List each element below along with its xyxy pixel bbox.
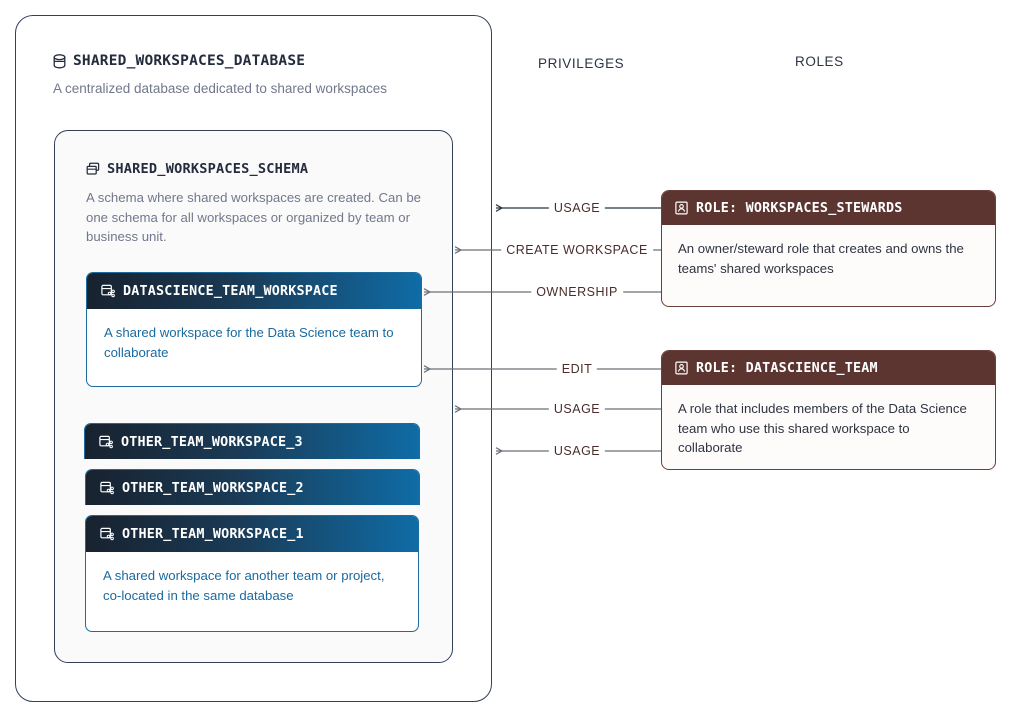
workspace-card-other-1[interactable]: OTHER_TEAM_WORKSPACE_1 A shared workspac… (85, 515, 419, 632)
role-person-icon (675, 201, 688, 215)
edge-label-usage-schema-stewards: USAGE (548, 201, 606, 215)
role-header: ROLE: WORKSPACES_STEWARDS (662, 191, 995, 225)
database-cylinder-icon (53, 53, 66, 69)
workspace-header: OTHER_TEAM_WORKSPACE_2 (86, 470, 419, 505)
database-description: A centralized database dedicated to shar… (53, 81, 387, 96)
schema-description: A schema where shared workspaces are cre… (86, 190, 421, 244)
role-name: ROLE: DATASCIENCE_TEAM (696, 360, 878, 376)
workspace-share-icon (101, 284, 115, 298)
workspace-card-other-2[interactable]: OTHER_TEAM_WORKSPACE_2 (85, 469, 420, 505)
edge-label-create-workspace: CREATE WORKSPACE (501, 243, 653, 257)
column-header-privileges: PRIVILEGES (538, 56, 625, 71)
workspace-header: OTHER_TEAM_WORKSPACE_1 (86, 516, 418, 552)
workspace-share-icon (100, 527, 114, 541)
role-header: ROLE: DATASCIENCE_TEAM (662, 351, 995, 385)
workspace-name: OTHER_TEAM_WORKSPACE_2 (122, 480, 304, 496)
workspace-name: OTHER_TEAM_WORKSPACE_1 (122, 526, 304, 542)
edge-label-ownership: OWNERSHIP (531, 285, 623, 299)
workspace-description: A shared workspace for another team or p… (103, 568, 385, 603)
workspace-header: DATASCIENCE_TEAM_WORKSPACE (87, 273, 421, 309)
edge-label-usage-other-workspace: USAGE (548, 444, 606, 458)
workspace-card-datascience[interactable]: DATASCIENCE_TEAM_WORKSPACE A shared work… (86, 272, 422, 387)
workspace-share-icon (99, 435, 113, 449)
workspace-description: A shared workspace for the Data Science … (104, 325, 394, 360)
database-name: SHARED_WORKSPACES_DATABASE (73, 53, 306, 69)
edge-label-edit: EDIT (556, 362, 598, 376)
role-name: ROLE: WORKSPACES_STEWARDS (696, 200, 903, 216)
role-description: An owner/steward role that creates and o… (678, 241, 964, 276)
role-card-datascience-team[interactable]: ROLE: DATASCIENCE_TEAM A role that inclu… (661, 350, 996, 470)
role-person-icon (675, 361, 688, 375)
database-title-row: SHARED_WORKSPACES_DATABASE (53, 53, 305, 69)
workspace-share-icon (100, 481, 114, 495)
workspace-header: OTHER_TEAM_WORKSPACE_3 (85, 424, 419, 459)
column-header-roles: ROLES (795, 54, 844, 69)
role-description: A role that includes members of the Data… (678, 401, 967, 455)
schema-stack-icon (86, 162, 100, 176)
edge-label-usage-schema-datascience: USAGE (548, 402, 606, 416)
workspace-name: OTHER_TEAM_WORKSPACE_3 (121, 434, 303, 450)
role-card-workspaces-stewards[interactable]: ROLE: WORKSPACES_STEWARDS An owner/stewa… (661, 190, 996, 307)
workspace-name: DATASCIENCE_TEAM_WORKSPACE (123, 283, 338, 299)
schema-title-row: SHARED_WORKSPACES_SCHEMA (86, 161, 308, 177)
schema-name: SHARED_WORKSPACES_SCHEMA (107, 161, 309, 177)
workspace-card-other-3[interactable]: OTHER_TEAM_WORKSPACE_3 (84, 423, 420, 459)
